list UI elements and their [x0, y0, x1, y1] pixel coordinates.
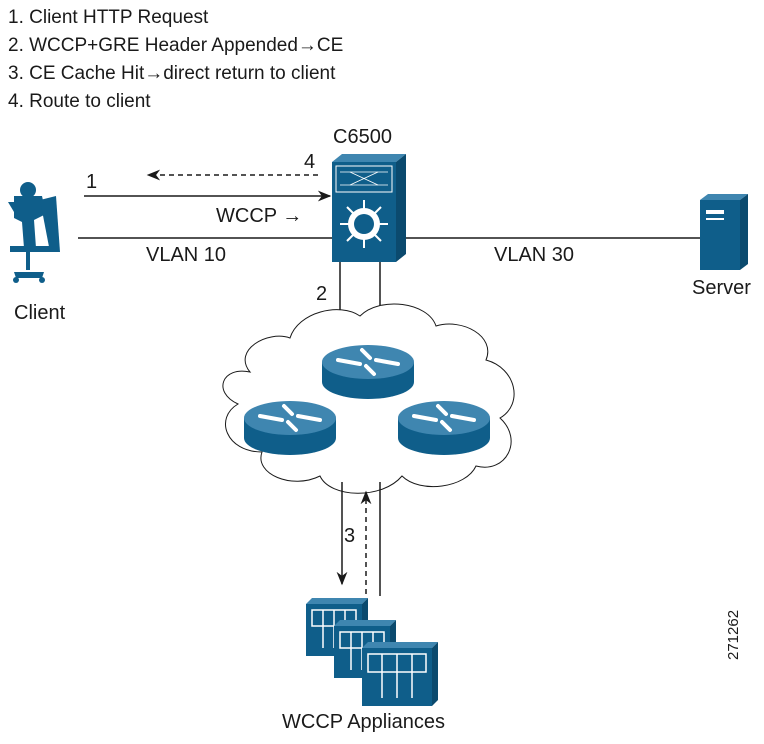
marker-4: 4	[304, 151, 316, 173]
vlan30-label: VLAN 30	[494, 244, 575, 266]
wccp-appliance-icon	[362, 642, 438, 706]
switch-label: C6500	[333, 126, 392, 148]
client-label: Client	[14, 302, 66, 324]
client-person-icon	[8, 182, 60, 283]
router-icon	[322, 345, 414, 399]
step-4: 4. Route to client	[8, 91, 151, 112]
steps-legend: 1. Client HTTP Request 2. WCCP+GRE Heade…	[8, 4, 343, 116]
switch-c6500-icon	[332, 154, 406, 262]
step-3: 3. CE Cache Hit→direct return to client	[8, 63, 336, 84]
vlan10-label: VLAN 10	[146, 244, 227, 266]
figure-id: 271262	[725, 609, 742, 660]
step-2: 2. WCCP+GRE Header Appended→CE	[8, 35, 344, 56]
router-icon	[244, 401, 336, 455]
marker-1: 1	[86, 171, 98, 193]
step-1: 1. Client HTTP Request	[8, 7, 209, 28]
wccp-label: WCCP →	[216, 205, 303, 227]
marker-3: 3	[344, 525, 356, 547]
server-label: Server	[692, 277, 751, 299]
appliances-label: WCCP Appliances	[282, 711, 446, 733]
server-icon	[700, 194, 748, 270]
marker-2: 2	[316, 283, 328, 305]
router-icon	[398, 401, 490, 455]
